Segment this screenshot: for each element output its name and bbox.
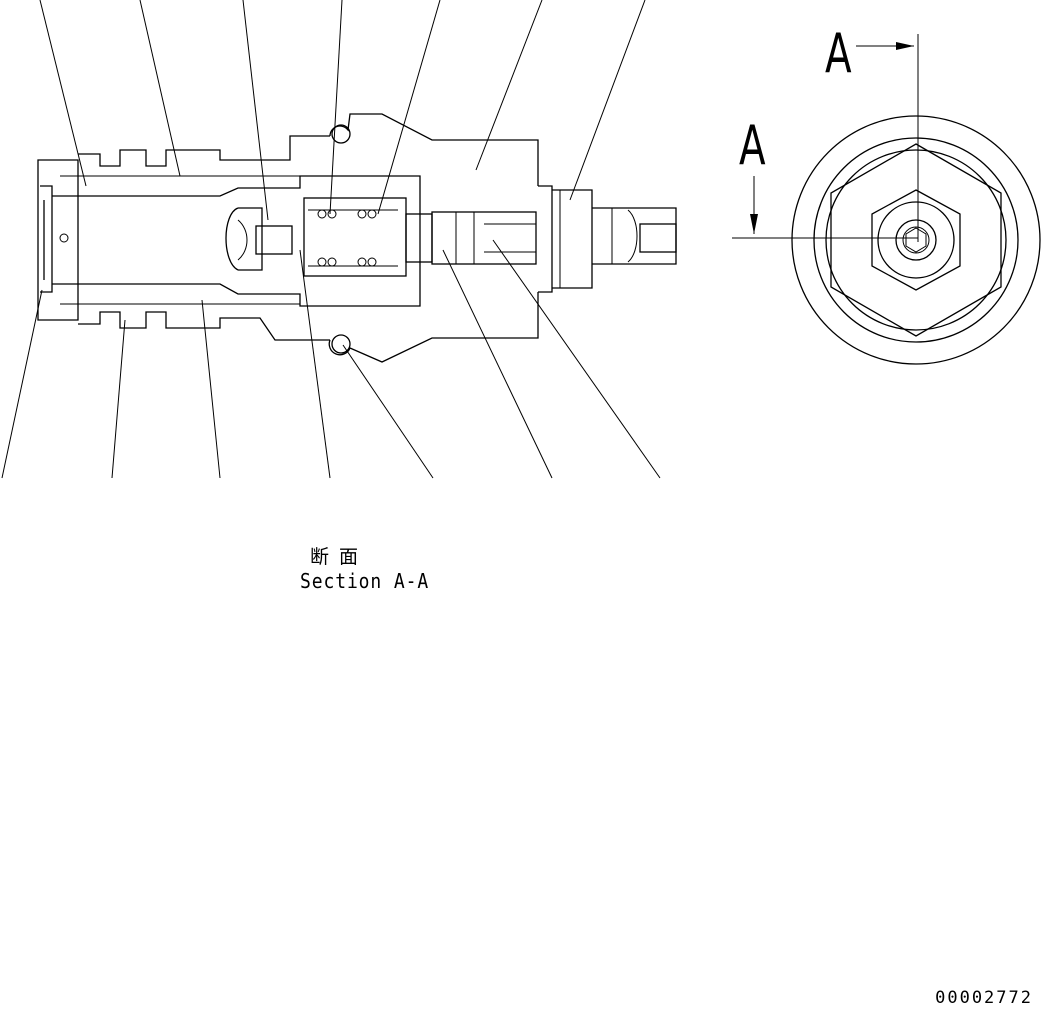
arrow-right-icon (896, 42, 914, 50)
section-marker-label-side: A (739, 114, 766, 177)
drawing-number: 00002772 (935, 988, 1033, 1008)
bottom-leader-lines (1, 239, 661, 479)
valve-section (37, 113, 677, 363)
top-leader-lines (39, 0, 646, 221)
section-markers (750, 42, 914, 234)
arrow-down-icon (750, 214, 758, 234)
section-marker-label-top: A (825, 22, 852, 85)
end-view (732, 34, 1041, 365)
section-title-en: Section A-A (300, 569, 430, 593)
section-title-jp: 断面 (310, 546, 369, 568)
